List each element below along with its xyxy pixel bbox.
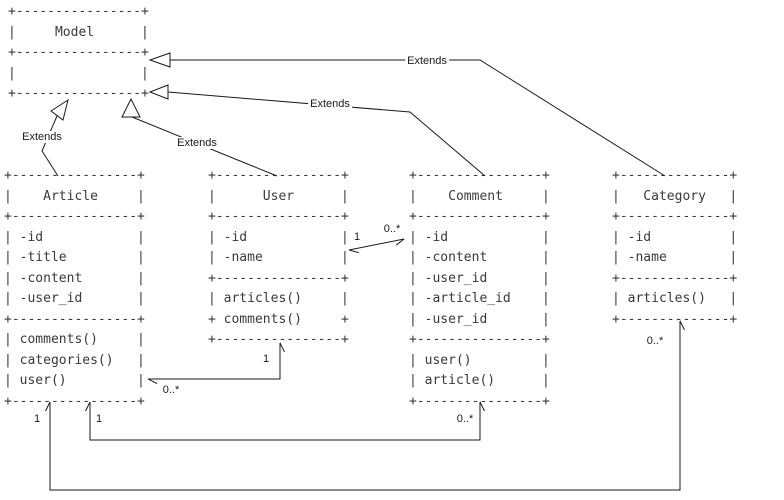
extends-label-user: Extends [175, 137, 219, 149]
multiplicity-label-comment-end: 0..* [381, 223, 403, 235]
inheritance-arrow-category-model [148, 52, 666, 177]
multiplicity-label-article-end: 1 [93, 413, 105, 425]
class-box-category: +--------------+ | Category | +---------… [612, 168, 738, 327]
extends-label-category: Extends [405, 55, 449, 67]
hollow-triangle-icon [50, 98, 69, 121]
multiplicity-label-user-end: 1 [351, 231, 363, 243]
multiplicity-label-article-end: 1 [31, 413, 43, 425]
association-line-article-category [50, 321, 680, 491]
extends-label-article: Extends [20, 131, 64, 143]
multiplicity-label-user-end: 1 [260, 353, 272, 365]
inheritance-arrow-comment-model [148, 84, 486, 177]
extends-label-comment: Extends [308, 98, 352, 110]
association-line-user-comment [348, 239, 404, 250]
hollow-triangle-icon [121, 97, 141, 118]
multiplicity-label-category-end: 0..* [644, 335, 666, 347]
association-line-article-comment [90, 402, 480, 441]
multiplicity-label-article-end: 0..* [160, 384, 182, 396]
multiplicity-label-comment-end: 0..* [454, 413, 476, 425]
hollow-triangle-icon [148, 84, 169, 100]
inheritance-arrow-article-model [41, 98, 69, 177]
class-box-model: +----------------+ | Model | +----------… [8, 4, 149, 101]
hollow-triangle-icon [148, 52, 171, 68]
